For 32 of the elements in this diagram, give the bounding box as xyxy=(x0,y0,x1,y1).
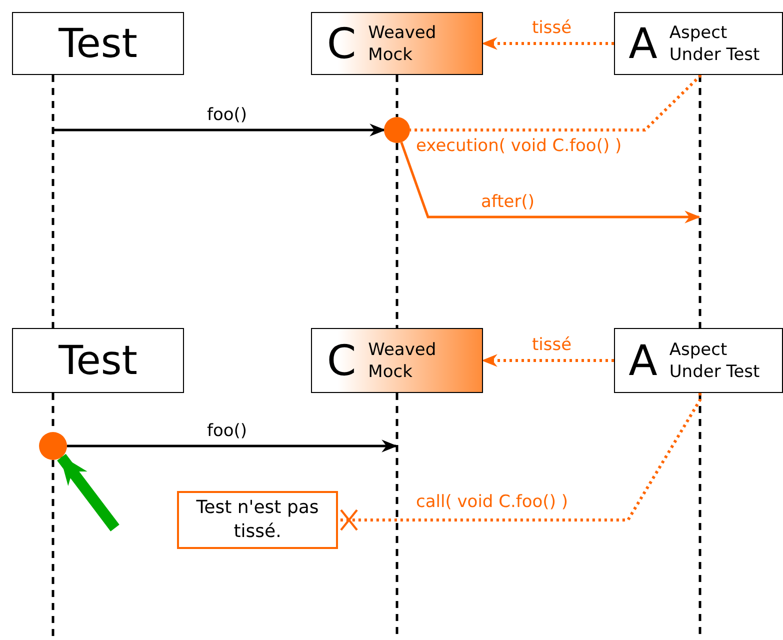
pointer-arrow xyxy=(57,454,120,532)
lifeline xyxy=(698,75,702,328)
message-arrow xyxy=(400,142,701,224)
activation-dot xyxy=(39,432,67,460)
lifeline-head-box xyxy=(614,12,783,75)
message-arrow xyxy=(53,124,386,136)
lifeline-head-box xyxy=(311,328,483,393)
lifeline-caption: Weaved Mock xyxy=(368,338,438,382)
lifeline-head-box xyxy=(12,328,184,393)
lifeline-head-box xyxy=(12,12,184,75)
lifeline-head-box xyxy=(311,12,483,75)
lifeline-caption: Aspect Under Test xyxy=(669,338,761,382)
lifeline-name: Test xyxy=(58,20,138,66)
message-arrow xyxy=(67,440,398,452)
edge-label: call( void C.foo() ) xyxy=(414,492,570,512)
lifeline-letter: A xyxy=(628,336,658,385)
edge-label: after() xyxy=(479,192,536,212)
note-text: Test n'est pas tissé. xyxy=(195,496,320,544)
lifeline xyxy=(396,75,398,117)
message-arrow xyxy=(481,354,614,367)
lifeline-name: Test xyxy=(58,338,138,384)
lifeline-caption: Weaved Mock xyxy=(368,22,438,66)
lifeline-head-box xyxy=(614,328,783,393)
lifeline-letter: A xyxy=(628,19,658,68)
message-arrow xyxy=(481,37,614,50)
lifeline xyxy=(52,75,54,328)
activation-dot xyxy=(384,117,410,143)
lifeline-letter: C xyxy=(326,19,356,68)
lifeline-letter: C xyxy=(326,336,356,385)
note-box xyxy=(177,491,338,549)
lifeline xyxy=(396,143,398,328)
lifeline-caption: Aspect Under Test xyxy=(669,22,761,66)
